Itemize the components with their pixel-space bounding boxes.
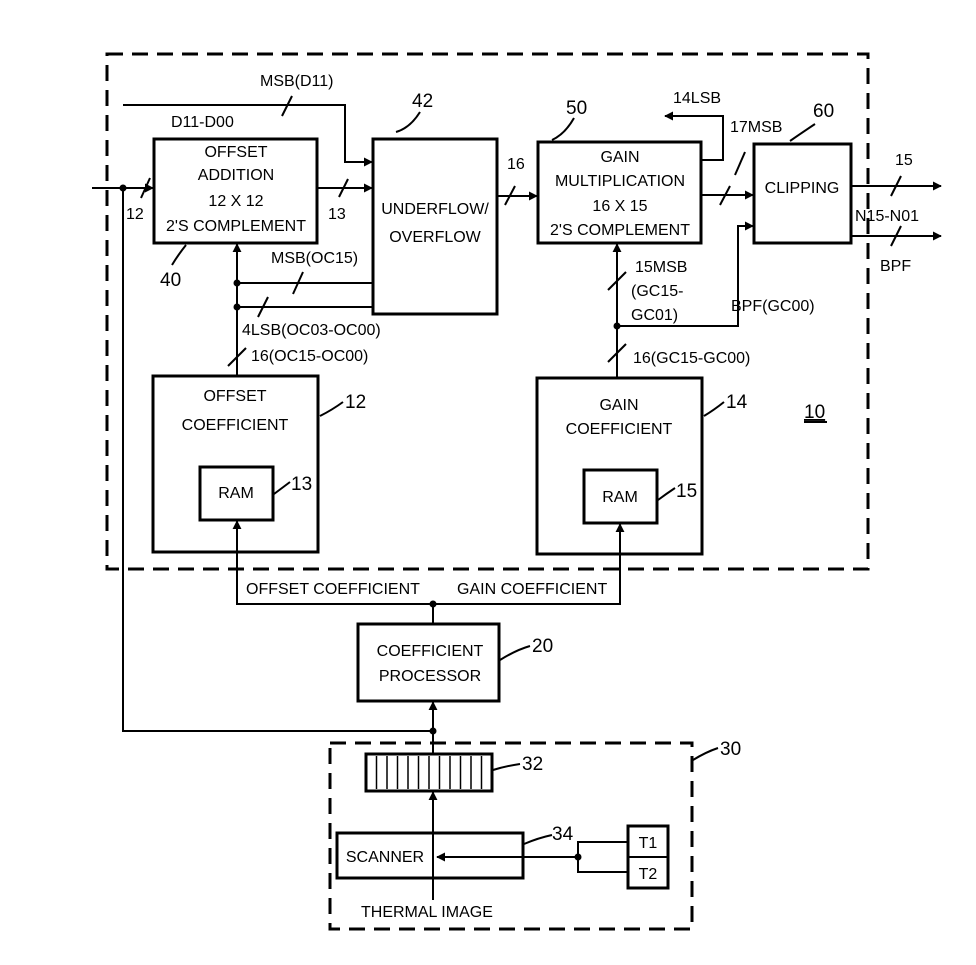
scanner-block: SCANNER (337, 833, 523, 878)
lsb4-label: 4LSB(OC03-OC00) (242, 322, 381, 339)
ref-40: 40 (160, 270, 181, 291)
gain-ram-label: RAM (602, 489, 638, 506)
n15-n01-label: N15-N01 (855, 208, 919, 225)
clipping-label: CLIPPING (765, 180, 840, 197)
ref-12: 12 (345, 392, 366, 413)
gc15-label-a: (GC15- (631, 283, 683, 300)
underflow-overflow-block: UNDERFLOW/ OVERFLOW (373, 139, 497, 314)
gc16-label: 16(GC15-GC00) (633, 350, 750, 367)
ref-30: 30 (720, 739, 741, 760)
lsb14-label: 14LSB (673, 90, 721, 107)
offset-coef-line1: OFFSET (203, 388, 266, 405)
junction-processor (430, 601, 437, 608)
offset-addition-line1: OFFSET (204, 144, 267, 161)
gain-mult-line4: 2'S COMPLEMENT (550, 222, 690, 239)
t2-label: T2 (639, 866, 658, 883)
offset-addition-line4: 2'S COMPLEMENT (166, 218, 306, 235)
clipping-block: CLIPPING (754, 144, 851, 243)
junction-bpf-gc00 (614, 323, 621, 330)
offset-addition-line3: 12 X 12 (208, 193, 263, 210)
junction-temp (575, 854, 582, 861)
input-width-label: 12 (126, 206, 144, 223)
under-out-width-label: 16 (507, 156, 525, 173)
gain-mult-line2: MULTIPLICATION (555, 173, 685, 190)
ref-15: 15 (676, 481, 697, 502)
ref-42: 42 (412, 91, 433, 112)
msb15-label: 15MSB (635, 259, 687, 276)
offset-addition-block: OFFSET ADDITION 12 X 12 2'S COMPLEMENT (154, 139, 317, 243)
ref-60: 60 (813, 101, 834, 122)
ref-50: 50 (566, 98, 587, 119)
ref-32: 32 (522, 754, 543, 775)
d11-d00-label: D11-D00 (171, 114, 234, 131)
bpf-gc00-label: BPF(GC00) (731, 298, 815, 315)
ref-14: 14 (726, 392, 748, 413)
offset-coef-bus-label: OFFSET COEFFICIENT (246, 581, 420, 598)
underflow-line1: UNDERFLOW/ (381, 201, 489, 218)
gain-mult-line3: 16 X 15 (592, 198, 647, 215)
msb-oc15-label: MSB(OC15) (271, 250, 358, 267)
gain-coef-line2: COEFFICIENT (566, 421, 673, 438)
oc16-label: 16(OC15-OC00) (251, 348, 368, 365)
msb-d11-label: MSB(D11) (260, 73, 334, 90)
temp-ref-line (578, 842, 628, 872)
gain-mult-line1: GAIN (600, 149, 639, 166)
coef-processor-line1: COEFFICIENT (377, 643, 484, 660)
gain-coef-line1: GAIN (599, 397, 638, 414)
coefficient-processor-block: COEFFICIENT PROCESSOR (358, 624, 499, 701)
scanner-label: SCANNER (346, 849, 424, 866)
bpf-output-label: BPF (880, 258, 911, 275)
offset-coef-line2: COEFFICIENT (182, 417, 289, 434)
offset-addition-line2: ADDITION (198, 167, 274, 184)
t1-label: T1 (639, 835, 658, 852)
msb17-label: 17MSB (730, 119, 782, 136)
gc15-label-b: GC01) (631, 307, 678, 324)
thermal-image-label: THERMAL IMAGE (361, 904, 493, 921)
junction-sensor (430, 728, 437, 735)
coef-processor-line2: PROCESSOR (379, 668, 481, 685)
temperature-references: T1 T2 (628, 826, 668, 888)
ref-20: 20 (532, 636, 553, 657)
underflow-line2: OVERFLOW (389, 229, 481, 246)
offset-coefficient-block: OFFSET COEFFICIENT RAM (153, 376, 318, 552)
detector-array (366, 754, 492, 791)
offset-ram-label: RAM (218, 485, 254, 502)
gain-multiplication-block: GAIN MULTIPLICATION 16 X 15 2'S COMPLEME… (538, 142, 701, 243)
gain-coef-bus-label: GAIN COEFFICIENT (457, 581, 607, 598)
ref-34: 34 (552, 824, 574, 845)
out-width-label: 15 (895, 152, 913, 169)
offset-out-width-label: 13 (328, 206, 346, 223)
ref-13: 13 (291, 474, 312, 495)
ref-10: 10 (804, 402, 825, 423)
